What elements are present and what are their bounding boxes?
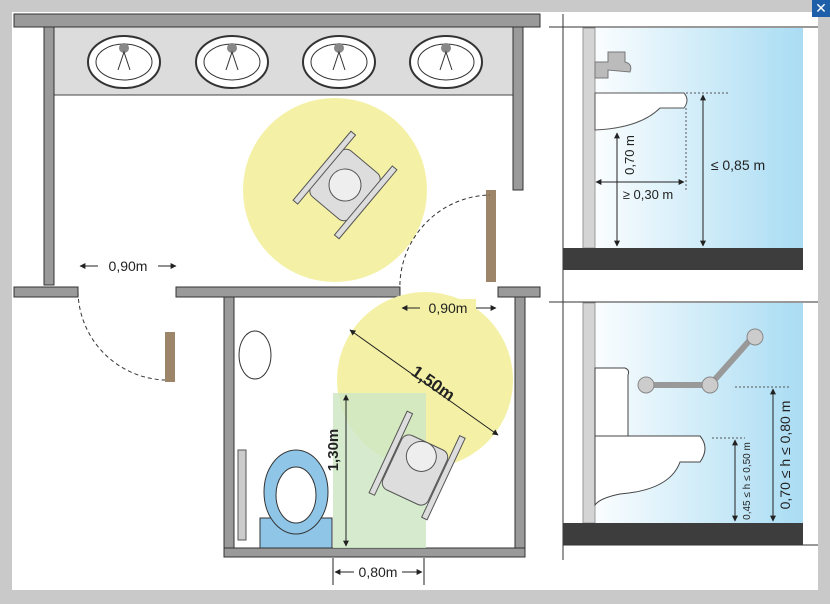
floor — [563, 248, 803, 270]
grab-bar-icon — [237, 449, 247, 541]
sink-icon — [302, 35, 376, 89]
grab-bar-height-label: 0,70 ≤ h ≤ 0,80 m — [777, 401, 793, 510]
sink-profile-icon — [594, 92, 688, 131]
close-button[interactable]: ✕ — [812, 0, 830, 17]
sink-icon — [195, 35, 269, 89]
toilet-elevation: 0,45 ≤ h ≤ 0,50 m 0,70 ≤ h ≤ 0,80 m — [549, 301, 818, 546]
wheelchair-user-icon — [292, 130, 398, 240]
zone-width-label: 0,80m — [359, 564, 398, 580]
walls — [13, 13, 541, 558]
floor — [563, 523, 803, 545]
door-right — [486, 190, 496, 282]
door-width-right-label: 0,90m — [429, 300, 468, 316]
toilet-profile-icon — [594, 435, 706, 507]
max-height-label: ≤ 0,85 m — [711, 157, 765, 173]
door-width-left-label: 0,90m — [109, 258, 148, 274]
knee-depth-label: ≥ 0,30 m — [623, 187, 674, 202]
zone-length-label: 1,30m — [325, 429, 342, 472]
sink-icon — [87, 35, 161, 89]
sink-icon — [409, 35, 483, 89]
knee-height-label: 0,70 m — [622, 135, 637, 175]
sinks — [87, 35, 483, 89]
stall-sink-icon — [238, 330, 272, 380]
sink-elevation: 0,70 m ≥ 0,30 m ≤ 0,85 m — [549, 14, 818, 560]
door-left — [165, 332, 175, 382]
close-icon: ✕ — [815, 0, 827, 16]
floor-plan: 0,90m 0,90m 1,50m 1,30m 0,80m — [13, 13, 541, 585]
faucet-icon — [594, 51, 632, 79]
seat-height-label: 0,45 ≤ h ≤ 0,50 m — [742, 442, 753, 520]
toilet-tank-profile-icon — [594, 367, 630, 441]
